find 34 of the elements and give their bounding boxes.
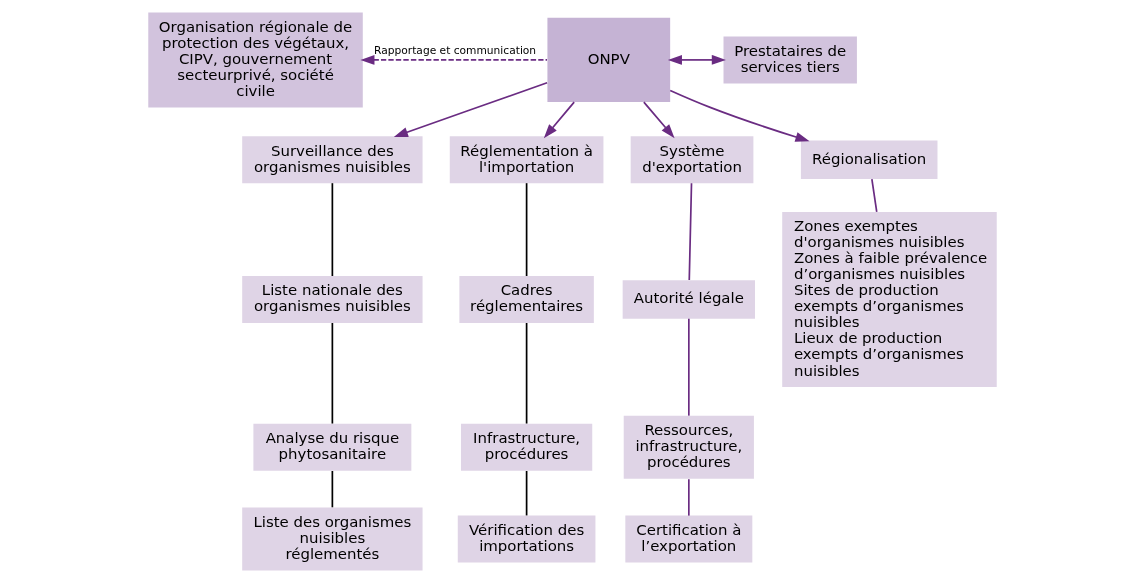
node-box: Vérification des importations	[457, 515, 596, 563]
node-box: Liste des organismes nuisibles réglementés	[242, 507, 423, 571]
connector	[687, 317, 690, 417]
node-box: Autorité légale	[622, 280, 755, 319]
connector	[331, 182, 334, 277]
edge-label: Rapportage et communication	[374, 43, 537, 57]
arrow	[669, 89, 810, 142]
node-box: Organisation régionale de protection des végétaux, CIPV, gouvernement secteurprivé, société civile	[148, 12, 363, 108]
node-box: ONPV	[547, 17, 671, 103]
arrow	[543, 101, 576, 139]
connector	[331, 322, 334, 425]
connector	[525, 322, 528, 425]
arrow	[393, 81, 548, 137]
node-box: Cadres réglementaires	[459, 276, 594, 323]
connector	[871, 178, 878, 213]
node-box: Réglementation à l'importation	[449, 136, 604, 184]
connector	[525, 470, 528, 517]
arrow	[360, 54, 548, 65]
node-box: Analyse du risque phytosanitaire	[253, 423, 412, 471]
node-box: Régionalisation	[800, 140, 938, 179]
node-box: Certification à l’exportation	[625, 515, 753, 563]
arrow	[667, 54, 726, 65]
node-box: Liste nationale des organismes nuisibles	[242, 276, 423, 323]
node-box: Surveillance des organismes nuisibles	[242, 136, 423, 184]
node-box: Prestataires de services tiers	[723, 36, 857, 84]
node-box: Zones exemptes d'organismes nuisibles Zones à faible prévalence d’organismes nuisibles Sites de production exempts d’organismes nuisibles Lieux de production exempts d’organismes nuisibles	[782, 212, 997, 387]
connector	[525, 182, 528, 277]
connector	[331, 470, 334, 509]
connector	[688, 182, 693, 281]
node-box: Ressources, infrastructure, procédures	[623, 415, 754, 479]
connector	[687, 478, 690, 517]
arrow	[643, 101, 675, 139]
node-box: Infrastructure, procédures	[460, 423, 593, 471]
node-box: Système d'exportation	[630, 136, 754, 184]
